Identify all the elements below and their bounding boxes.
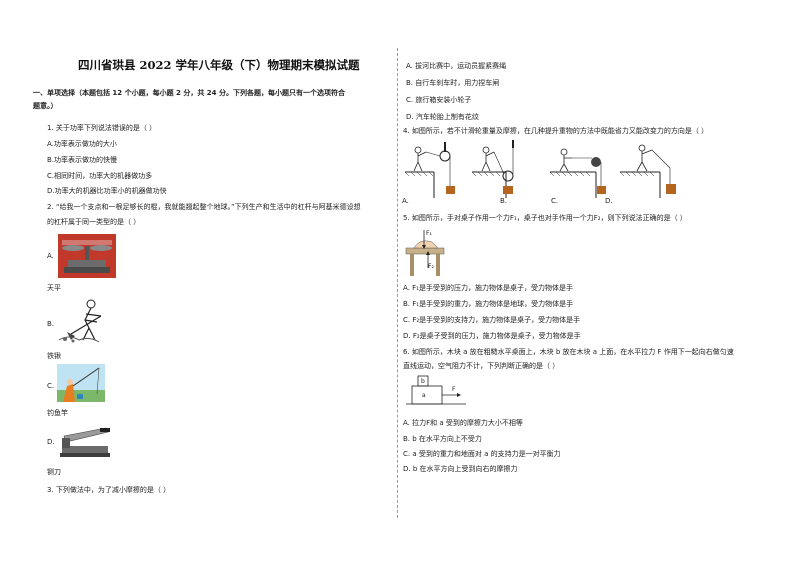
q3-option-d: D. 汽车轮胎上制有花纹	[406, 113, 479, 121]
q2-option-a-caption: 天平	[47, 284, 61, 292]
q5-option-c: C. F₂是手受到的支持力，施力物体是桌子，受力物体是手	[403, 316, 581, 324]
q2-stem-cont: 的杠杆属于同一类型的是（ ）	[47, 218, 141, 226]
q6-stem: 6. 如图所示，木块 a 放在粗糙水平桌面上，木块 b 放在木块 a 上面，在水…	[403, 348, 734, 356]
q2-option-d-letter: D.	[47, 438, 55, 446]
q2-option-c-letter: C.	[47, 382, 55, 390]
q6-option-b: B. b 在水平方向上不受力	[403, 435, 482, 443]
q2-option-b-letter: B.	[47, 320, 55, 328]
q4-stem: 4. 如图所示，若不计滑轮重量及摩擦，在几种提升重物的方法中既能省力又能改变力的…	[403, 127, 709, 135]
section-heading: 一、单项选择（本题包括 12 个小题，每小题 2 分，共 24 分。下列各题，每…	[33, 89, 345, 97]
cutter-image	[60, 427, 110, 457]
fishing-rod-image	[57, 364, 105, 402]
q6-fig-label-a: a	[422, 392, 426, 399]
q6-stem-cont: 直线运动，空气阻力不计，下列判断正确的是（ ）	[403, 362, 560, 370]
q2-option-b-caption: 铁锹	[47, 352, 61, 360]
hand-table-figure	[405, 230, 445, 276]
q3-option-c: C. 旅行箱安装小轮子	[406, 96, 472, 104]
q4-label-a: A.	[402, 197, 409, 205]
q3-option-b: B. 自行车刹车时，用力捏车闸	[406, 79, 500, 87]
q2-option-c-caption: 钓鱼竿	[47, 409, 68, 417]
q5-fig-label-f1: F₁	[426, 230, 432, 237]
section-heading-cont: 题意。）	[33, 102, 58, 110]
q1-stem: 1. 关于功率下列说法错误的是（ ）	[47, 124, 157, 132]
q1-option-a: A.功率表示做功的大小	[47, 140, 117, 148]
q6-option-a: A. 拉力F和 a 受到的摩擦力大小不相等	[403, 419, 523, 427]
balance-image	[58, 234, 116, 278]
q4-label-b: B.	[500, 197, 508, 205]
q6-option-d: D. b 在水平方向上受到向右的摩擦力	[403, 465, 518, 473]
pulley-figure	[404, 140, 676, 198]
q6-fig-label-b: b	[421, 378, 425, 385]
q2-stem: 2. “给我一个支点和一根足够长的棍，我就能翘起整个地球。”下列生产和生活中的杠…	[47, 203, 361, 211]
q1-option-c: C.相同时间，功率大的机器做功多	[47, 172, 153, 180]
q3-option-a: A. 拔河比赛中，运动员握紧赛绳	[406, 62, 507, 70]
q6-option-c: C. a 受到的重力和地面对 a 的支持力是一对平衡力	[403, 450, 561, 458]
q5-fig-label-f2: F₂	[428, 263, 434, 270]
q1-option-d: D.功率大的机器比功率小的机器做功快	[47, 187, 167, 195]
shovel-image	[58, 299, 102, 343]
q5-stem: 5. 如图所示，手对桌子作用一个力F₁，桌子也对手作用一个力F₂，则下列说法正确…	[403, 214, 687, 222]
q2-option-a-letter: A.	[47, 252, 54, 260]
column-divider	[397, 48, 398, 518]
q1-option-b: B.功率表示做功的快慢	[47, 156, 118, 164]
q5-option-b: B. F₁是手受到的重力，施力物体是地球，受力物体是手	[403, 300, 574, 308]
page-title: 四川省珙县 2022 学年八年级（下）物理期末模拟试题	[78, 58, 360, 72]
q2-option-d-caption: 铡刀	[47, 468, 61, 476]
q5-option-d: D. F₂是桌子受到的压力，施力物体是桌子，受力物体是手	[403, 332, 581, 340]
q4-label-d: D.	[605, 197, 613, 205]
q3-stem: 3. 下列做法中，为了减小摩擦的是（ ）	[47, 486, 171, 494]
q4-label-c: C.	[551, 197, 559, 205]
blocks-figure	[406, 375, 466, 405]
q6-fig-label-f: F	[452, 386, 456, 393]
q5-option-a: A. F₁是手受到的压力，施力物体是桌子，受力物体是手	[403, 284, 573, 292]
